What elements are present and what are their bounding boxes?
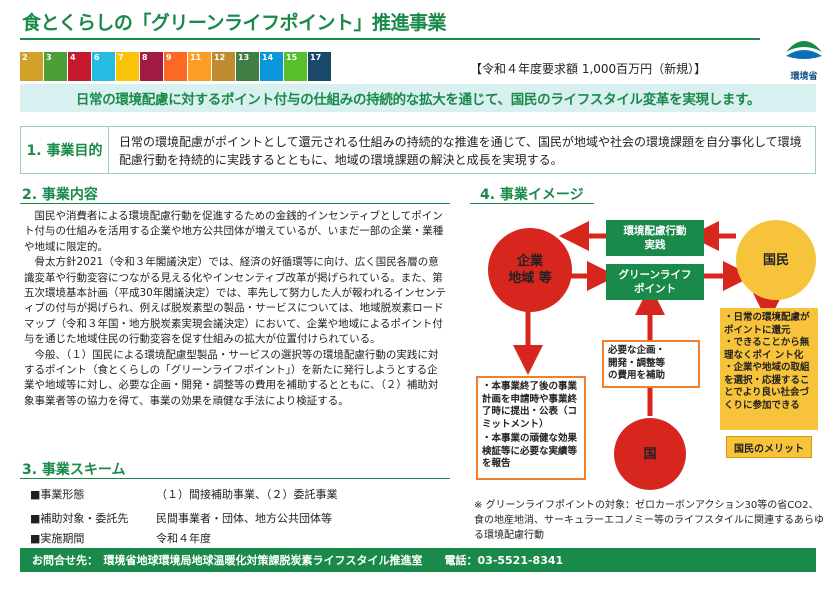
company-label: 企業 地域 等	[508, 254, 552, 286]
contact-phone: 電話：03-5521-8341	[444, 554, 564, 567]
company-duty-box: ・本事業終了後の事業計画を申請時や事業終了時に提出・公表（コミットメント） ・本…	[476, 376, 586, 480]
scheme-rule	[20, 478, 450, 479]
scheme-label: ■実施期間	[30, 532, 85, 545]
summary-banner: 日常の環境配慮に対するポイント付与の仕組みの持続的な拡大を通じて、国民のライフス…	[20, 84, 816, 112]
sdg-goal-3-icon: 3	[44, 52, 67, 81]
sdg-goal-number: 3	[46, 53, 52, 62]
sdg-goal-number: 13	[238, 53, 250, 62]
sdg-goal-11-icon: 11	[188, 52, 211, 81]
country-circle: 国	[614, 418, 686, 490]
citizen-label: 国民	[762, 252, 789, 268]
purpose-text: 日常の環境配慮がポイントとして還元される仕組みの持続的な推進を通じて、国民が地域…	[119, 135, 802, 167]
sdg-goal-14-icon: 14	[260, 52, 283, 81]
business-image-diagram: 企業 地域 等 国民 国 環境配慮行動 実践 グリーンライフ ポイント 必要な企…	[468, 200, 828, 540]
sdg-goal-9-icon: 9	[164, 52, 187, 81]
moe-logo: 環境省	[782, 34, 826, 83]
sdg-goal-number: 6	[94, 53, 100, 62]
budget-label: 【令和４年度要求額 1,000百万円（新規）】	[470, 62, 707, 76]
content-text: 国民や消費者による環境配慮行動を促進するための金銭的インセンティブとしてポイント…	[24, 209, 448, 409]
sdg-goal-number: 2	[22, 53, 28, 62]
purpose-heading: 1. 事業目的	[21, 127, 109, 173]
action-label: 環境配慮行動 実践	[623, 225, 687, 251]
sdg-goal-number: 11	[190, 53, 202, 62]
sdg-goal-4-icon: 4	[68, 52, 91, 81]
sdg-goal-number: 17	[310, 53, 322, 62]
subsidy-box: 必要な企画・ 開発・調整等 の費用を補助	[602, 340, 700, 388]
purpose-section: 1. 事業目的 日常の環境配慮がポイントとして還元される仕組みの持続的な推進を通…	[20, 126, 816, 174]
sdg-icons: 2 3 4 6 7 8 9 11 12 13 14 15 17	[20, 52, 331, 81]
sdg-goal-6-icon: 6	[92, 52, 115, 81]
sdg-goal-number: 14	[262, 53, 274, 62]
contact-footer: お問合せ先： 環境省地球環境局地球温暖化対策課脱炭素ライフスタイル推進室 電話：…	[20, 548, 816, 572]
scheme-label: ■事業形態	[30, 488, 85, 501]
sdg-goal-8-icon: 8	[140, 52, 163, 81]
moe-logo-label: 環境省	[790, 72, 818, 82]
citizen-circle: 国民	[736, 220, 816, 300]
sdg-goal-number: 8	[142, 53, 148, 62]
sdg-goal-number: 4	[70, 53, 76, 62]
content-paragraph: 今般、（１）国民による環境配慮型製品・サービスの選択等の環境配慮行動の実践に対す…	[24, 348, 439, 407]
citizen-benefit-item: ・企業や地域の取組を選択・応援することでより良い社会づくりに参加できる	[724, 362, 810, 411]
scheme-heading: 3. 事業スキーム	[22, 462, 126, 478]
content-paragraph: 骨太方針2021（令和３年閣議決定）では、経済の好循環等に向け、広く国民各層の意…	[24, 256, 447, 346]
citizen-benefit-item: ・日常の環境配慮がポイントに還元	[724, 312, 810, 336]
sdg-goal-17-icon: 17	[308, 52, 331, 81]
citizen-benefit-item: ・できることから無理なくポイ ント化	[724, 337, 810, 361]
point-label: グリーンライフ ポイント	[618, 269, 692, 295]
page-title: 食とくらしの「グリーンライフポイント」推進事業	[22, 12, 446, 34]
sdg-goal-number: 12	[214, 53, 226, 62]
scheme-value: 令和４年度	[156, 532, 211, 545]
action-box: 環境配慮行動 実践	[606, 220, 704, 256]
content-paragraph: 国民や消費者による環境配慮行動を促進するための金銭的インセンティブとしてポイント…	[24, 210, 444, 253]
footnote: ※ グリーンライフポイントの対象：ゼロカーボンアクション30等の省CO2、食の地…	[474, 500, 824, 541]
image-rule	[470, 203, 594, 204]
image-heading: 4. 事業イメージ	[480, 187, 584, 203]
sdg-goal-12-icon: 12	[212, 52, 235, 81]
scheme-value: 民間事業者・団体、地方公共団体等	[156, 512, 332, 525]
moe-logo-icon	[786, 41, 822, 59]
sdg-goal-2-icon: 2	[20, 52, 43, 81]
title-rule	[20, 38, 760, 40]
company-duty-item: ・本事業の頑健な効果検証等に必要な実績等を報告	[482, 433, 578, 469]
diagram-arrows	[513, 221, 783, 416]
sdg-goal-number: 15	[286, 53, 298, 62]
sdg-goal-number: 7	[118, 53, 124, 62]
sdg-goal-7-icon: 7	[116, 52, 139, 81]
merit-label: 国民のメリット	[726, 436, 812, 458]
content-rule	[20, 203, 450, 204]
company-circle: 企業 地域 等	[488, 228, 572, 312]
point-box: グリーンライフ ポイント	[606, 264, 704, 300]
sdg-goal-15-icon: 15	[284, 52, 307, 81]
scheme-label: ■補助対象・委託先	[30, 512, 129, 525]
company-duty-item: ・本事業終了後の事業計画を申請時や事業終了時に提出・公表（コミットメント）	[482, 381, 578, 430]
country-label: 国	[643, 446, 657, 462]
scheme-value: （１）間接補助事業、（２）委託事業	[156, 488, 338, 501]
citizen-benefits-box: ・日常の環境配慮がポイントに還元 ・できることから無理なくポイ ント化 ・企業や…	[720, 308, 818, 430]
sdg-goal-number: 9	[166, 53, 172, 62]
sdg-goal-13-icon: 13	[236, 52, 259, 81]
contact-text: お問合せ先： 環境省地球環境局地球温暖化対策課脱炭素ライフスタイル推進室	[32, 554, 423, 567]
content-heading: 2. 事業内容	[22, 187, 98, 203]
